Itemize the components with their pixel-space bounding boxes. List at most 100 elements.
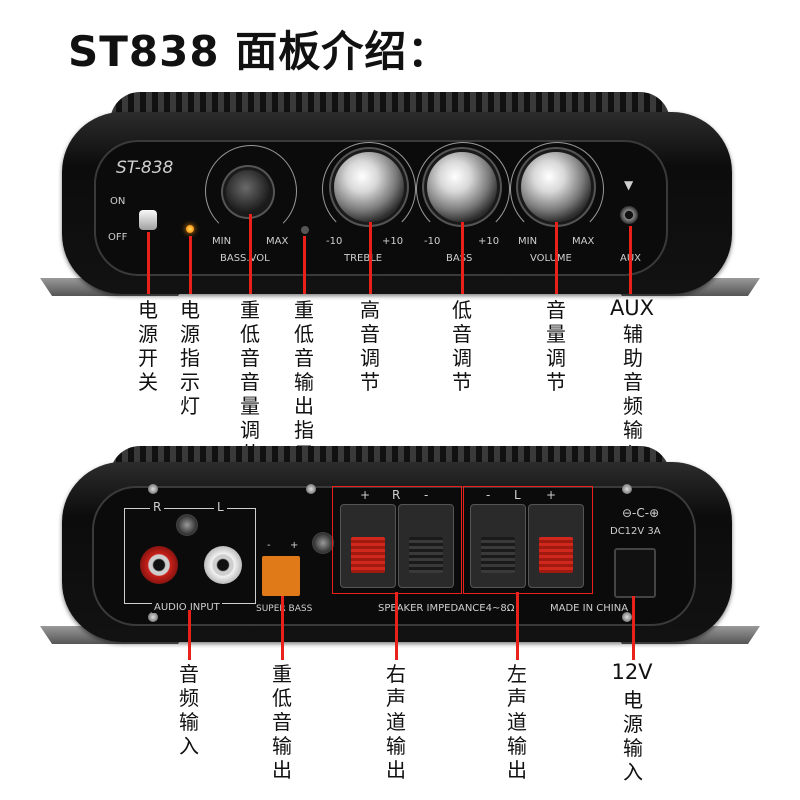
label-dc-input: 12V 电源输入 [604,660,660,784]
label-char: 指 [294,418,314,442]
pointer-aux [629,226,632,294]
label-aux-prefix: AUX [609,296,655,320]
super-bass-plus: + [290,540,299,551]
volume-knob[interactable] [521,152,591,222]
dc-polarity-icon: ⊖-C-⊕ [622,506,660,520]
super-bass-minus: - [267,540,271,551]
speaker-terminal-left-minus[interactable] [470,504,526,588]
label-power-led: 电源指示灯 [177,298,203,418]
dc-power-jack[interactable] [614,548,656,598]
bass-vol-knob[interactable] [226,170,270,214]
power-led [186,225,194,233]
label-char: 电 [180,298,200,322]
right-minus-label: - [424,488,429,502]
label-bass: 低音调节 [449,298,475,394]
rca-input-right[interactable] [140,546,178,584]
label-char: 出 [294,394,314,418]
label-char: 调 [452,346,472,370]
speaker-terminal-right-minus[interactable] [398,504,454,588]
label-char: 节 [360,370,380,394]
label-char: 左 [507,662,527,686]
label-char: 源 [623,712,643,736]
label-char: 示 [180,370,200,394]
dc-spec-label: DC12V 3A [610,526,661,537]
left-minus-label: - [486,488,491,502]
ground-screw-icon [176,514,198,536]
label-char: 低 [272,686,292,710]
label-char: 输 [623,736,643,760]
treble-scale-arc [322,142,416,236]
label-bass-output: 重低音输出 [269,662,295,782]
label-char: 输 [386,734,406,758]
terminal-lever[interactable] [481,537,515,573]
bass-min: -10 [424,236,441,247]
label-char: 调 [360,346,380,370]
terminal-lever[interactable] [409,537,443,573]
speaker-terminal-right-plus[interactable] [340,504,396,588]
label-char: 灯 [180,394,200,418]
label-char: 声 [386,686,406,710]
bass-knob[interactable] [427,152,497,222]
label-char: 音 [546,298,566,322]
label-char: 输 [272,734,292,758]
super-bass-terminal[interactable] [262,556,300,596]
label-char: 音 [240,370,260,394]
label-char: 节 [546,370,566,394]
pointer-volume [555,222,558,294]
treble-min: -10 [326,236,343,247]
volume-scale-arc [510,142,604,236]
screw-icon [306,484,316,494]
label-char: 输 [294,370,314,394]
super-bass-panel-label: SUPER BASS [256,604,313,614]
bass-scale-arc [416,142,510,236]
treble-label: TREBLE [344,253,383,264]
label-char: 声 [507,686,527,710]
label-char: 量 [240,394,260,418]
label-char: 重 [294,298,314,322]
label-aux-text: 辅助音频输入 [620,322,646,466]
terminal-lever[interactable] [351,537,385,573]
power-switch[interactable] [139,210,157,230]
aux-jack[interactable] [620,206,638,224]
screw-icon [622,484,632,494]
pointer-audio-input [188,610,191,660]
terminal-lever[interactable] [539,537,573,573]
right-r-label: R [392,488,401,502]
label-char: 道 [386,710,406,734]
label-char: 出 [272,758,292,782]
label-audio-input: 音频输入 [176,662,202,758]
label-char: 低 [294,322,314,346]
label-char: 开 [138,346,158,370]
label-right-channel: 右声道输出 [383,662,409,782]
label-char: 音 [179,662,199,686]
bass-vol-scale-arc [205,145,297,237]
bass-vol-label: BASS.VOL [220,253,270,264]
left-plus-label: + [546,488,557,502]
volume-label: VOLUME [530,253,572,264]
label-treble: 高音调节 [357,298,383,394]
pointer-bass [461,222,464,294]
pointer-right-channel [395,592,398,660]
right-plus-label: + [360,488,371,502]
page-title: ST838 面板介绍： [68,27,451,76]
treble-knob[interactable] [334,152,404,222]
speaker-terminal-left-plus[interactable] [528,504,584,588]
pointer-super-bass [281,596,284,660]
label-char: 输 [507,734,527,758]
screw-icon [622,612,632,622]
left-l-label: L [514,488,521,502]
label-char: 低 [240,322,260,346]
rca-input-left[interactable] [204,546,242,584]
label-char: 调 [546,346,566,370]
label-char: 助 [623,346,643,370]
label-char: 量 [546,322,566,346]
label-char: 右 [386,662,406,686]
switch-on-label: ON [110,196,126,207]
bass-vol-min: MIN [212,236,232,247]
label-char: 高 [360,298,380,322]
label-char: 低 [452,298,472,322]
volume-max: MAX [572,236,595,247]
label-char: 节 [452,370,472,394]
label-bass-volume: 重低音音量调节 [237,298,263,466]
label-dc-text: 电源输入 [620,688,646,784]
